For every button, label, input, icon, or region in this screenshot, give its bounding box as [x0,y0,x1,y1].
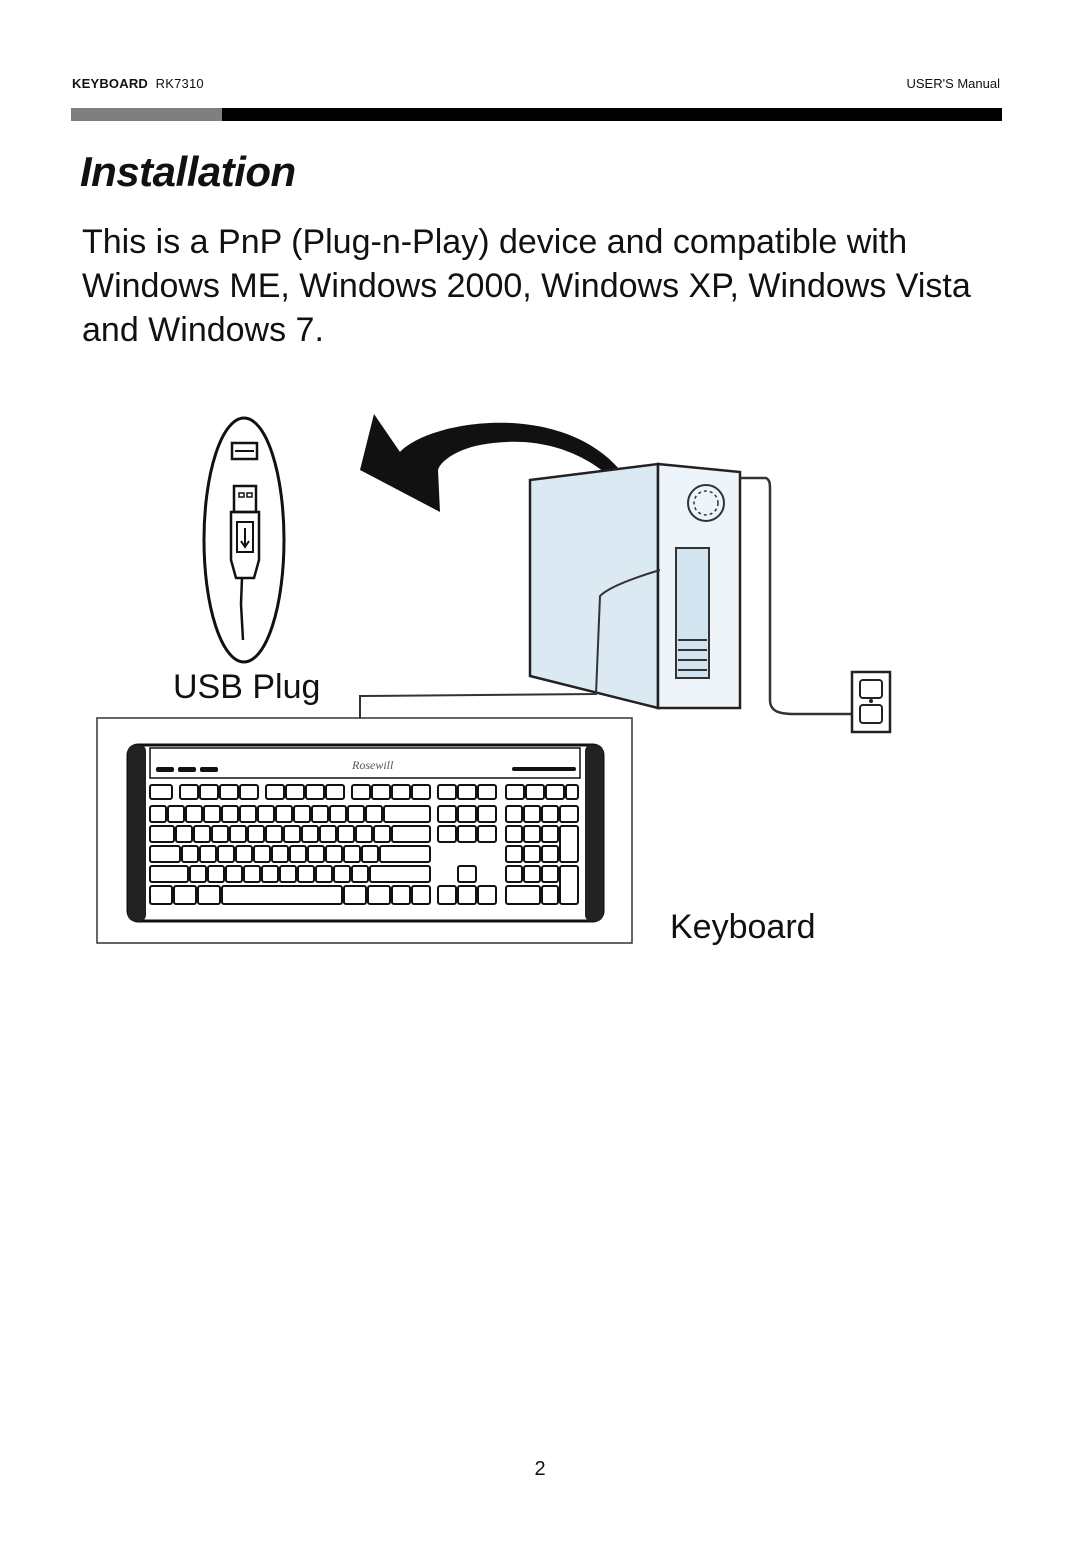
section-title: Installation [80,148,296,195]
curved-arrow-icon [360,414,665,560]
header-rule [222,108,1002,121]
keyboard-frame [96,717,633,944]
page-number: 2 [534,1458,546,1480]
computer-tower-icon [528,462,852,716]
keyboard-label: Keyboard [670,908,816,946]
keyboard-cable [359,569,661,718]
header-product-name: KEYBOARD [72,76,148,91]
section-intro: This is a PnP (Plug-n-Play) device and c… [82,223,971,349]
header-rule-accent [71,108,222,121]
header-product: KEYBOARD RK7310 [72,76,204,91]
header-model: RK7310 [155,76,204,91]
header-doc-type: USER'S Manual [906,76,1000,91]
usb-plug-icon [202,416,286,664]
keyboard-icon: Rosewill [126,743,605,923]
wall-outlet-icon [850,670,892,734]
usb-plug-label: USB Plug [173,668,321,706]
keyboard-brand: Rosewill [351,758,394,772]
